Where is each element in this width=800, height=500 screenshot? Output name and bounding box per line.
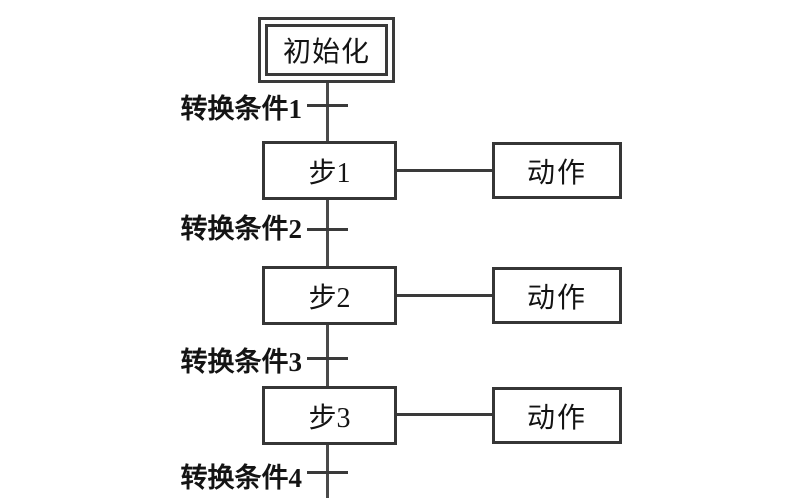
flow-line-segment-3 xyxy=(326,325,329,386)
action-box-3: 动作 xyxy=(492,387,622,444)
step-label-2: 步2 xyxy=(308,282,351,314)
action-box-1: 动作 xyxy=(492,142,622,199)
action-connector-3 xyxy=(397,413,492,416)
action-connector-2 xyxy=(397,294,492,297)
step-box-2: 步2 xyxy=(262,266,397,325)
transition-tick-4 xyxy=(307,471,348,474)
step-box-1: 步1 xyxy=(262,141,397,200)
flow-line-segment-2 xyxy=(326,200,329,266)
transition-tick-2 xyxy=(307,228,348,231)
initial-step-inner-box: 初始化 xyxy=(265,24,388,76)
transition-label-1: 转换条件1 xyxy=(180,94,303,124)
step-box-3: 步3 xyxy=(262,386,397,445)
action-label-2: 动作 xyxy=(526,282,587,314)
action-label-1: 动作 xyxy=(526,157,587,189)
transition-label-2: 转换条件2 xyxy=(180,214,303,244)
transition-tick-1 xyxy=(307,104,348,107)
action-box-2: 动作 xyxy=(492,267,622,324)
transition-label-3: 转换条件3 xyxy=(180,347,303,377)
step-label-3: 步3 xyxy=(308,402,351,434)
step-label-1: 步1 xyxy=(308,157,351,189)
initial-step-box: 初始化 xyxy=(258,17,395,83)
action-connector-1 xyxy=(397,169,492,172)
transition-label-4: 转换条件4 xyxy=(180,463,303,493)
initial-step-label: 初始化 xyxy=(282,37,370,68)
transition-tick-3 xyxy=(307,357,348,360)
flow-line-segment-1 xyxy=(326,83,329,141)
action-label-3: 动作 xyxy=(526,402,587,434)
